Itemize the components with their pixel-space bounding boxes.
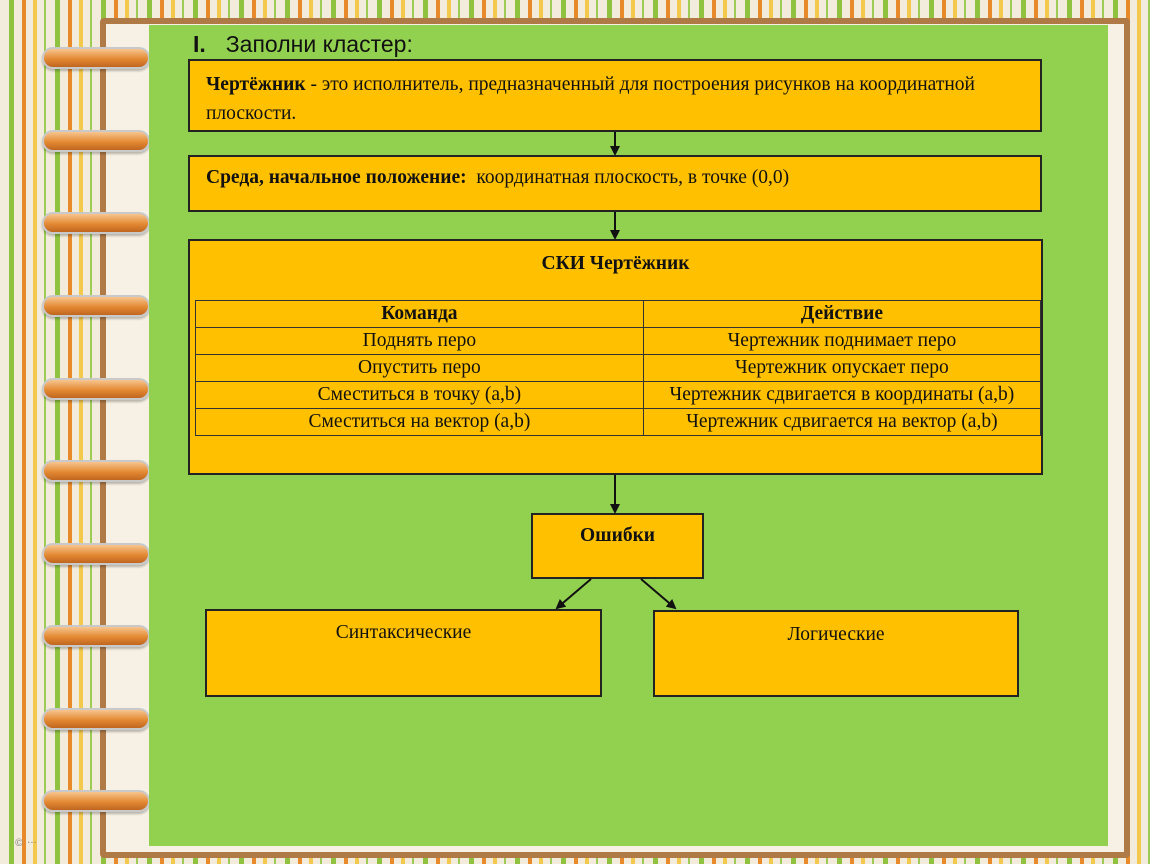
title-number: I. (193, 31, 206, 57)
errors-title: Ошибки (579, 525, 656, 546)
table-cell: Опустить перо (195, 354, 644, 382)
table-cell: Чертежник сдвигается в координаты (a,b) (642, 381, 1042, 409)
syntax-errors-box: Синтаксические (205, 609, 602, 697)
syntax-errors-label: Синтаксические (335, 622, 472, 643)
column-header-action: Действие (642, 300, 1042, 328)
logic-errors-box: Логические (653, 610, 1019, 697)
table-row: Поднять перо Чертежник поднимает перо (195, 327, 1042, 355)
environment-box: Среда, начальное положение: координатная… (188, 155, 1042, 212)
definition-text: - это исполнитель, предназначенный для п… (206, 74, 975, 124)
author-watermark: © ··· (14, 838, 37, 849)
arrow-errors-to-syntax (555, 578, 592, 610)
table-cell: Сместиться в точку (a,b) (195, 381, 644, 409)
table-row: Сместиться на вектор (a,b) Чертежник сдв… (195, 408, 1042, 436)
environment-text: координатная плоскость, в точке (0,0) (466, 167, 790, 188)
errors-box: Ошибки (531, 513, 704, 579)
arrow-errors-to-logic (640, 578, 677, 610)
table-cell: Чертежник поднимает перо (642, 327, 1042, 355)
definition-box: Чертёжник - это исполнитель, предназначе… (188, 59, 1042, 132)
table-row: Сместиться в точку (a,b) Чертежник сдвиг… (195, 381, 1042, 409)
table-cell: Сместиться на вектор (a,b) (195, 408, 644, 436)
page-title: I. Заполни кластер: (193, 31, 413, 58)
table-cell: Чертежник сдвигается на вектор (a,b) (642, 408, 1042, 436)
ski-title: СКИ Чертёжник (541, 253, 690, 274)
environment-label: Среда, начальное положение: (206, 167, 467, 188)
command-table: Команда Действие Поднять перо Чертежник … (195, 300, 1042, 436)
title-text: Заполни кластер: (225, 31, 413, 57)
logic-errors-label: Логические (787, 624, 885, 645)
definition-term: Чертёжник (206, 74, 306, 95)
table-row: Опустить перо Чертежник опускает перо (195, 354, 1042, 382)
ski-box: СКИ Чертёжник Команда Действие Поднять п… (188, 239, 1043, 475)
